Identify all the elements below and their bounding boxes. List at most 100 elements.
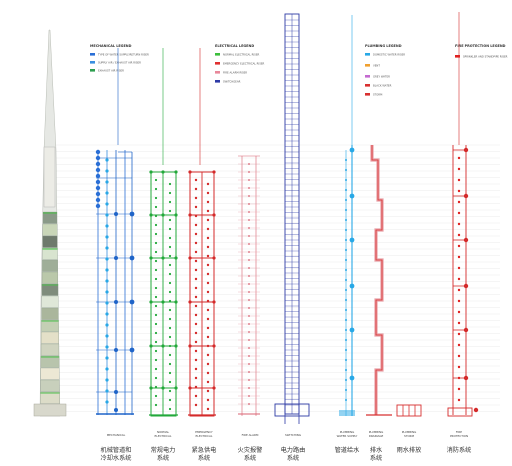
- electrical-legend-item-2: EMERGENCY ELECTRICAL RISER: [223, 61, 264, 65]
- mechanical-node: [95, 149, 101, 155]
- emergency-electrical-node: [194, 340, 198, 344]
- fire-protection-node: [457, 178, 461, 182]
- normal-electrical-node: [161, 386, 165, 390]
- plumbing-drainage-risers: [366, 145, 392, 416]
- normal-electrical-node: [168, 371, 172, 375]
- emergency-electrical-node: [206, 245, 210, 249]
- emergency-electrical-node: [206, 398, 210, 402]
- fire-protection-node: [463, 283, 469, 289]
- emergency-electrical-node: [194, 367, 198, 371]
- normal-electrical-node: [168, 344, 172, 348]
- mechanical-node: [105, 301, 109, 305]
- tower-band: [42, 247, 58, 260]
- emergency-electrical-node: [206, 335, 210, 339]
- emergency-electrical-node: [194, 241, 198, 245]
- mechanical-node: [129, 211, 135, 217]
- mechanical-node: [95, 203, 101, 209]
- normal-electrical-node: [174, 300, 178, 304]
- emergency-electrical-node: [194, 322, 198, 326]
- emergency-electrical-node: [194, 178, 198, 182]
- water-supply-node: [349, 237, 355, 243]
- mechanical-legend-item-1: TYPE OF WATER SUPPLY/RETURN RISER: [98, 52, 149, 56]
- emergency-electrical-node: [206, 344, 210, 348]
- tower-section: [33, 29, 67, 417]
- mechanical-node: [105, 323, 109, 327]
- normal-electrical-node: [154, 214, 158, 218]
- normal-electrical-node: [174, 256, 178, 260]
- normal-electrical-node: [168, 398, 172, 402]
- label-water-zh: 管道给水: [335, 446, 361, 454]
- fire-protection-node: [457, 376, 461, 380]
- emergency-electrical-node: [194, 313, 198, 317]
- normal-electrical-frame: [150, 171, 177, 417]
- emergency-electrical-node: [206, 281, 210, 285]
- normal-electrical-node: [174, 386, 178, 390]
- mechanical-node: [95, 167, 101, 173]
- label-normal-en2: ELECTRICAL: [155, 434, 172, 438]
- tower-floor-bands: [40, 146, 60, 404]
- label-switching-zh: 电力路由: [281, 446, 306, 454]
- normal-electrical-risers: [149, 170, 178, 417]
- fire-alarm-node: [248, 179, 250, 181]
- emergency-electrical-node: [206, 200, 210, 204]
- emergency-electrical-node: [194, 394, 198, 398]
- normal-electrical-node: [161, 300, 165, 304]
- water-supply-node: [349, 283, 355, 289]
- emergency-electrical-node: [206, 299, 210, 303]
- electrical-legend-item-3: FIRE ALARM RISER: [223, 70, 247, 74]
- emergency-electrical-node: [194, 385, 198, 389]
- normal-electrical-node: [154, 241, 158, 245]
- mechanical-legend-swatch-1: [90, 53, 95, 56]
- emergency-electrical-node: [212, 256, 216, 260]
- water-supply-node: [345, 289, 347, 291]
- fire-protection-node: [457, 266, 461, 270]
- tower-band: [41, 307, 59, 320]
- electrical-legend-swatch-1: [215, 53, 220, 56]
- normal-electrical-node: [154, 349, 158, 353]
- normal-electrical-node: [154, 277, 158, 281]
- label-mechanical-zh: 机械管道和: [101, 446, 132, 454]
- water-supply-node: [345, 189, 347, 191]
- normal-electrical-node: [168, 308, 172, 312]
- emergency-electrical-node: [194, 358, 198, 362]
- fire-alarm-node: [248, 363, 250, 365]
- normal-electrical-node: [168, 380, 172, 384]
- normal-electrical-node: [154, 385, 158, 389]
- emergency-electrical-node: [212, 213, 216, 217]
- tower-band: [42, 235, 58, 248]
- fire-protection-node: [457, 398, 461, 402]
- emergency-electrical-node: [194, 223, 198, 227]
- normal-electrical-node: [168, 209, 172, 213]
- plumbing-legend-item-1: DOMESTIC WATER RISER: [373, 52, 405, 56]
- mechanical-legend-swatch-2: [90, 61, 95, 64]
- mechanical-node: [105, 213, 109, 217]
- normal-electrical-node: [168, 254, 172, 258]
- water-supply-node: [345, 249, 347, 251]
- mechanical-node: [105, 378, 109, 382]
- mechanical-node: [95, 161, 101, 167]
- normal-electrical-node: [168, 263, 172, 267]
- fire-protection-legend: FIRE PROTECTION LEGEND SPRINKLER AND STA…: [455, 44, 508, 58]
- fire-protection-node: [457, 354, 461, 358]
- fire-protection-node: [457, 211, 461, 215]
- normal-electrical-node: [154, 223, 158, 227]
- normal-electrical-node: [149, 300, 153, 304]
- fire-alarm-node: [248, 299, 250, 301]
- tower-band: [42, 259, 58, 272]
- mechanical-node: [114, 408, 118, 412]
- plumbing-legend-swatch-4: [365, 84, 370, 87]
- floor-level-lines: [55, 144, 500, 412]
- normal-electrical-node: [168, 389, 172, 393]
- normal-electrical-node: [168, 317, 172, 321]
- fire-alarm-node: [248, 331, 250, 333]
- fire-protection-node: [463, 375, 469, 381]
- normal-electrical-node: [154, 232, 158, 236]
- mechanical-legend: MECHANICAL LEGEND TYPE OF WATER SUPPLY/R…: [90, 44, 149, 72]
- emergency-electrical-node: [188, 344, 192, 348]
- emergency-electrical-node: [206, 353, 210, 357]
- electrical-legend-item-4: SWITCHGEAR: [223, 79, 241, 83]
- fire-protection-node: [463, 327, 469, 333]
- electrical-legend: ELECTRICAL LEGEND NORMAL ELECTRICAL RISE…: [215, 44, 264, 83]
- mechanical-legend-title: MECHANICAL LEGEND: [90, 44, 132, 48]
- fire-protection-node: [457, 233, 461, 237]
